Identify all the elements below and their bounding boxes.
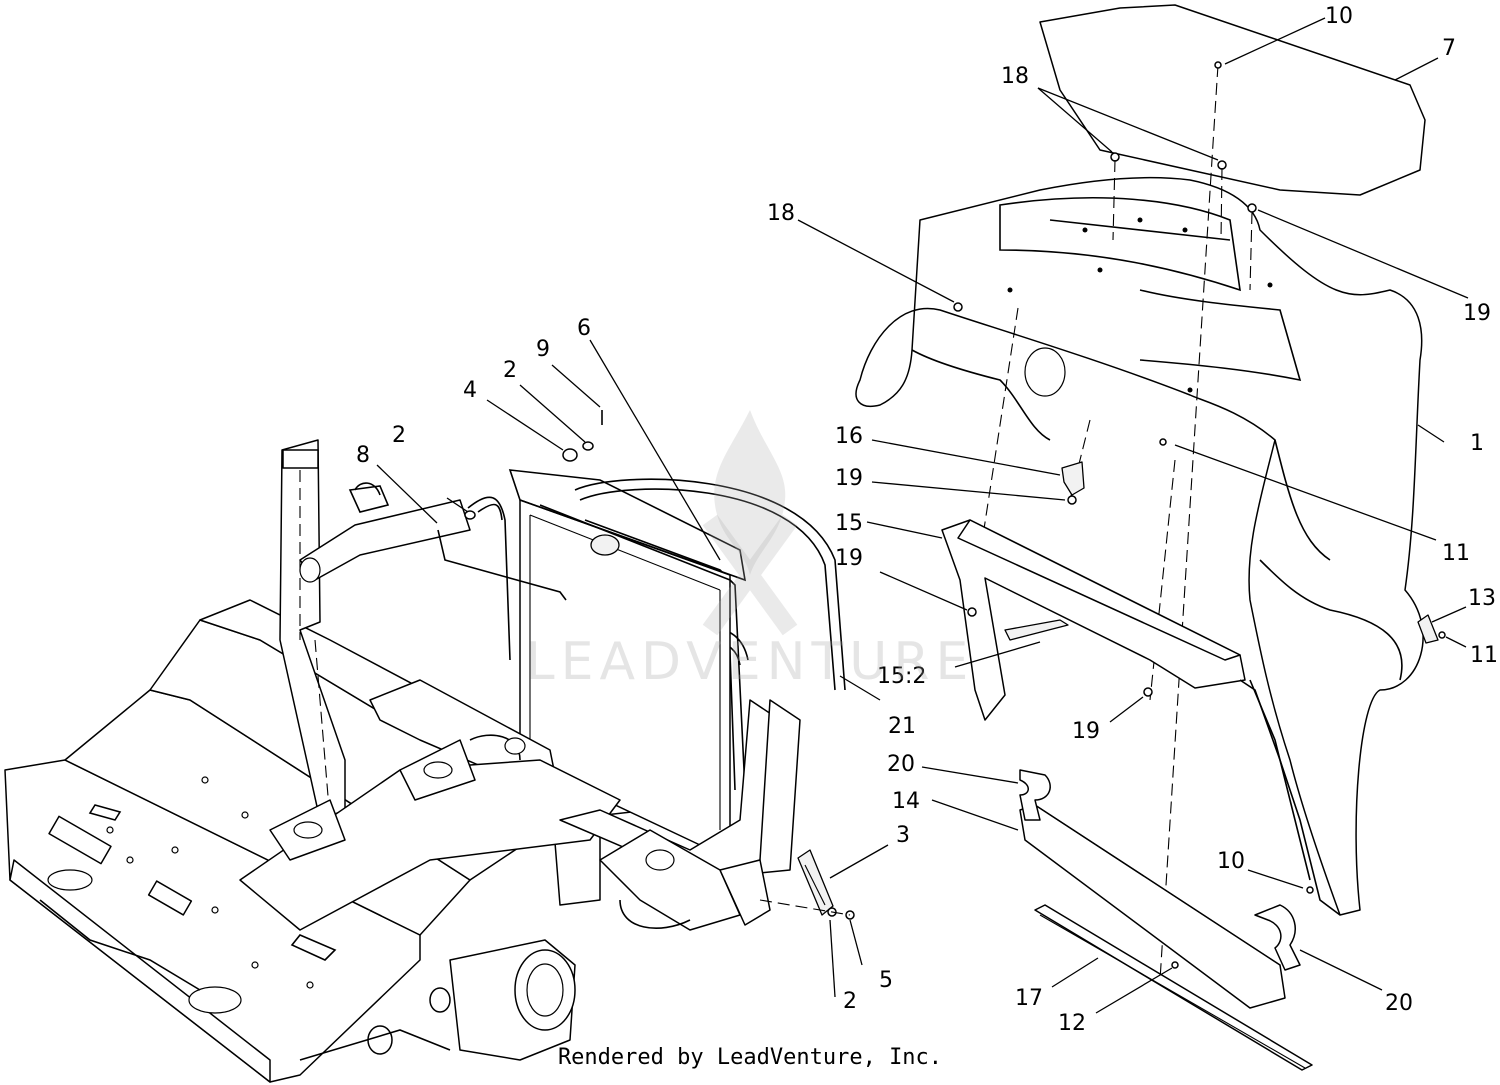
callout-19-b: 19 [835,466,863,491]
bracket-part-16 [1061,461,1085,496]
label-part-15-2 [1004,619,1069,641]
chassis-frame [4,439,801,1083]
callout-8: 8 [356,443,370,468]
pedal-part-3 [797,849,834,916]
callout-20-a: 20 [887,752,915,777]
callout-7: 7 [1442,36,1456,61]
callout-4: 4 [463,378,477,403]
callout-15: 15 [835,511,863,536]
callout-labels: 1 2 2 2 3 4 5 6 7 8 9 10 10 11 11 12 13 … [356,4,1498,1036]
callout-2-b: 2 [503,358,517,383]
callout-10-a: 10 [1325,4,1353,29]
callout-21: 21 [888,714,916,739]
hood-panel-part-7 [1039,4,1426,196]
callout-2-a: 2 [392,423,406,448]
callout-19-c: 19 [835,546,863,571]
callout-17: 17 [1015,986,1043,1011]
callout-19-a: 19 [1463,301,1491,326]
callout-1: 1 [1470,431,1484,456]
callout-15-2: 15:2 [877,664,926,689]
callout-13: 13 [1468,586,1496,611]
callout-18-b: 18 [767,201,795,226]
bracket-part-13 [1417,614,1439,644]
callout-12: 12 [1058,1011,1086,1036]
callout-18-a: 18 [1001,64,1029,89]
shroud-assembly [855,4,1446,1071]
callout-11-a: 11 [1442,541,1470,566]
callout-16: 16 [835,424,863,449]
screw-part-18 [953,302,963,312]
render-credit: Rendered by LeadVenture, Inc. [557,1045,943,1070]
callout-10-b: 10 [1217,849,1245,874]
callout-6: 6 [577,316,591,341]
trim-strip-part-17 [1034,904,1313,1071]
callout-5: 5 [879,968,893,993]
leader-lines [376,17,1469,1014]
callout-11-b: 11 [1470,643,1498,668]
callout-9: 9 [536,337,550,362]
screw-part-18 [1217,160,1227,170]
screw-part-18 [1110,152,1120,162]
clip-part-20 [1019,769,1051,821]
callout-19-d: 19 [1072,719,1100,744]
nut-part-19 [1247,203,1257,213]
fitting-part-4 [562,448,578,462]
shroud-part-1 [855,176,1424,916]
tube-part-21 [574,478,846,691]
nut-part-11 [1159,438,1167,446]
washer-part-2 [582,441,594,451]
callout-20-b: 20 [1385,991,1413,1016]
clip-part-20 [1254,904,1301,971]
callout-2-c: 2 [843,989,857,1014]
rod-part-8 [437,529,567,601]
callout-3: 3 [896,823,910,848]
callout-14: 14 [892,789,920,814]
